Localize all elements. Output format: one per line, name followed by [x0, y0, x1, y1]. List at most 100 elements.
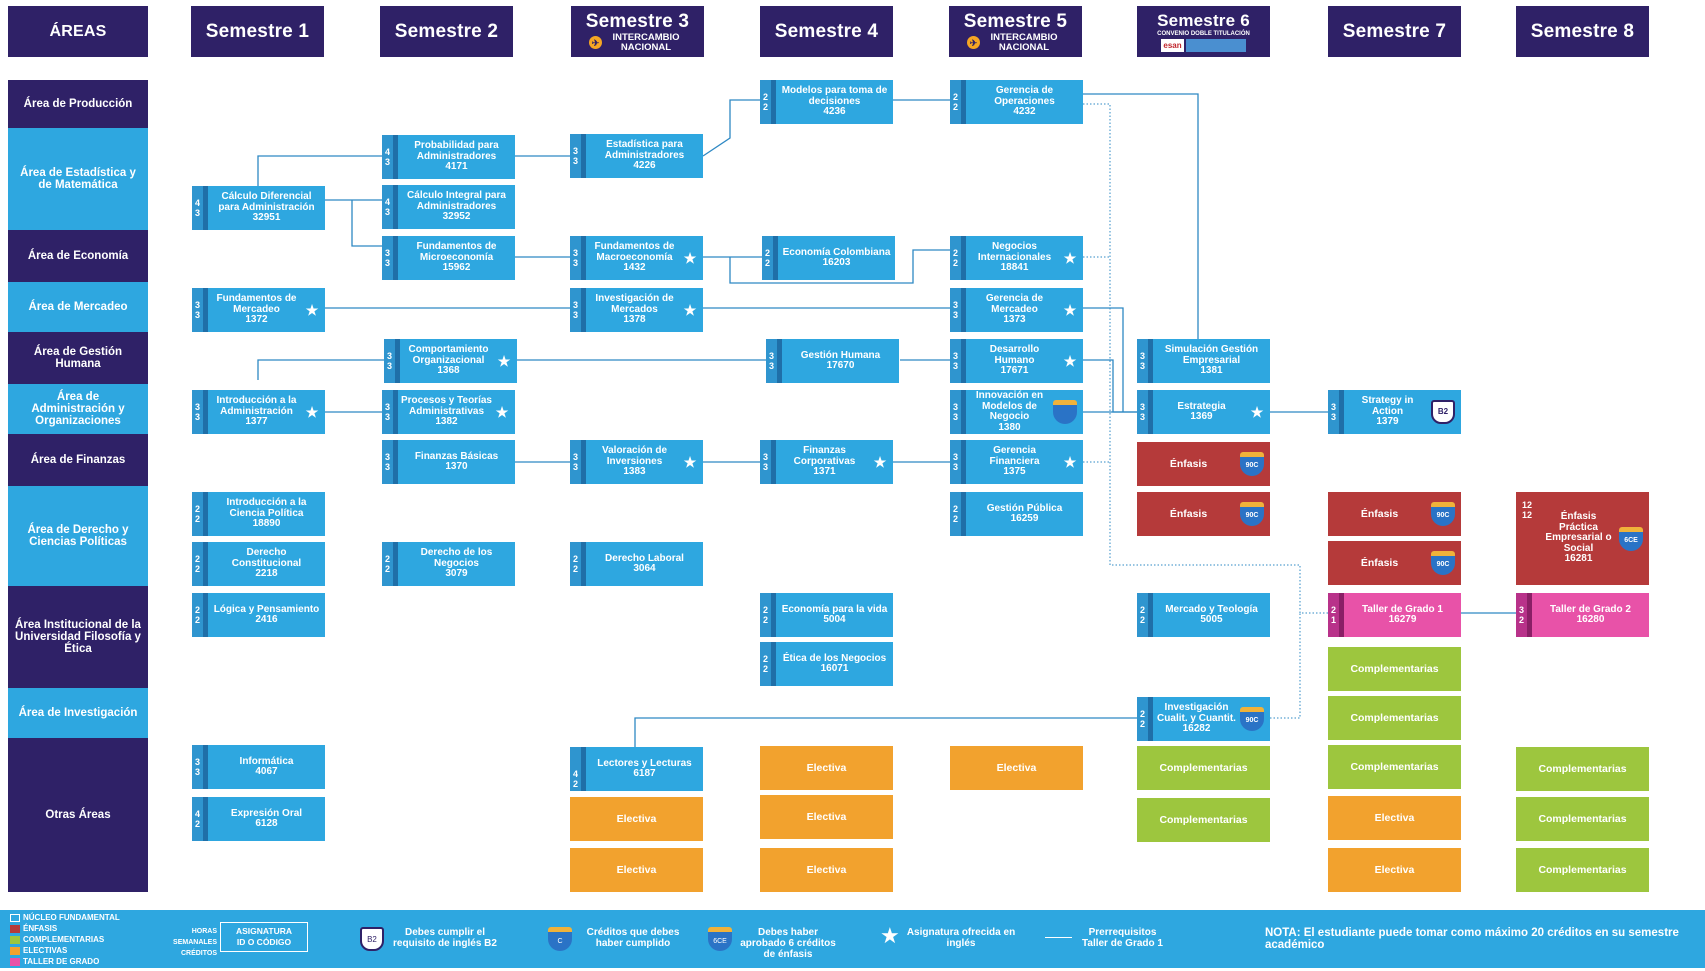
requisite-90c-icon: 90C	[1240, 707, 1264, 731]
electiva-slot[interactable]: Electiva	[1328, 848, 1461, 892]
legend-kind: ÉNFASIS	[10, 924, 57, 934]
complementaria-slot[interactable]: Complementarias	[1516, 848, 1649, 892]
plane-icon: ✈	[967, 36, 980, 49]
electiva-slot[interactable]: Electiva	[760, 746, 893, 790]
electiva-slot[interactable]: Electiva	[760, 795, 893, 839]
electiva-slot[interactable]: Electiva	[1328, 796, 1461, 840]
complementaria-slot[interactable]: Complementarias	[1328, 745, 1461, 789]
star-icon: ★	[683, 301, 697, 318]
header-semestre-8: Semestre 8	[1516, 6, 1649, 57]
legend-kind: ELECTIVAS	[10, 946, 67, 956]
connector	[351, 200, 382, 247]
area-estadistica: Área de Estadística y de Matemática	[8, 128, 148, 230]
header-semestre-5: Semestre 5✈INTERCAMBIO NACIONAL	[949, 6, 1082, 57]
complementaria-slot[interactable]: Complementarias	[1137, 798, 1270, 842]
connector-taller	[1270, 613, 1301, 719]
header-areas: ÁREAS	[8, 6, 148, 57]
requisite-90c-icon: 90C	[1431, 551, 1455, 575]
electiva-slot[interactable]: Electiva	[570, 797, 703, 841]
star-icon: ★	[1063, 249, 1077, 266]
requisite-90c-icon: 90C	[1431, 502, 1455, 526]
header-semestre-2: Semestre 2	[380, 6, 513, 57]
legend-credits: Créditos que debes haber cumplido	[586, 927, 680, 949]
requisite-90c-icon	[1053, 400, 1077, 424]
star-icon: ★	[1250, 403, 1264, 420]
legend-kind: NÚCLEO FUNDAMENTAL	[10, 913, 120, 923]
complementaria-slot[interactable]: Complementarias	[1328, 647, 1461, 691]
star-icon: ★	[305, 403, 319, 420]
area-derecho: Área de Derecho y Ciencias Políticas	[8, 486, 148, 586]
electiva-slot[interactable]: Electiva	[760, 848, 893, 892]
area-finanzas: Área de Finanzas	[8, 434, 148, 486]
star-icon: ★	[497, 352, 511, 369]
requisite-6ce-icon: 6CE	[1619, 526, 1643, 551]
connector	[1083, 307, 1124, 412]
header-semestre-1: Semestre 1	[191, 6, 324, 57]
electiva-slot[interactable]: Electiva	[950, 746, 1083, 790]
complementaria-slot[interactable]: Complementarias	[1328, 696, 1461, 740]
star-icon: ★	[683, 249, 697, 266]
plane-icon: ✈	[589, 36, 602, 49]
complementaria-slot[interactable]: Complementarias	[1516, 747, 1649, 791]
connector	[257, 155, 382, 188]
complementaria-slot[interactable]: Complementarias	[1137, 746, 1270, 790]
connector	[1083, 93, 1199, 340]
star-icon: ★	[1063, 301, 1077, 318]
legend-b2: Debes cumplir el requisito de inglés B2	[393, 927, 497, 949]
area-otras: Otras Áreas	[8, 738, 148, 892]
note-max-credits: NOTA: El estudiante puede tomar como máx…	[1205, 910, 1705, 968]
complementaria-slot[interactable]: Complementarias	[1516, 797, 1649, 841]
requisite-90c-icon: 90C	[1240, 502, 1264, 526]
credits-requisite-icon: C	[548, 927, 572, 951]
electiva-slot[interactable]: Electiva	[570, 848, 703, 892]
